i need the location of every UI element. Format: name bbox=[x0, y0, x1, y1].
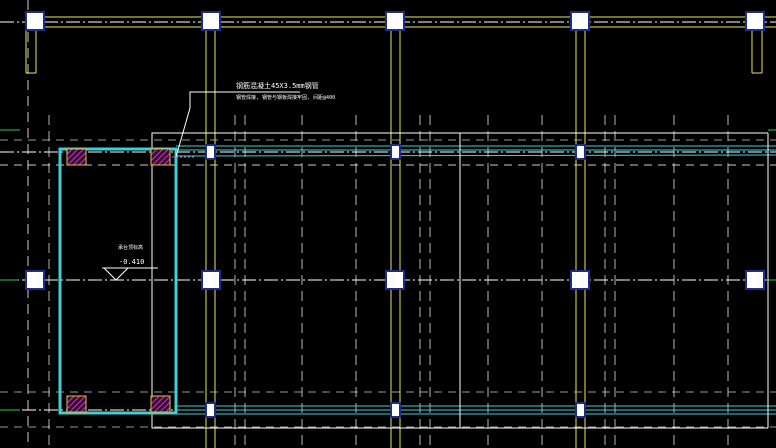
column-square-icon[interactable] bbox=[745, 270, 765, 290]
column-square-icon[interactable] bbox=[745, 11, 765, 31]
column-square-icon[interactable] bbox=[570, 270, 590, 290]
column-square-icon[interactable] bbox=[385, 11, 405, 31]
annotation-weld-note: 钢管焊接, 钢管与钢板焊接牢固, 间距@400 bbox=[236, 95, 336, 101]
column-square-icon[interactable] bbox=[390, 402, 401, 418]
cyan-beams bbox=[175, 145, 776, 415]
slab-outline bbox=[151, 132, 769, 429]
column-square-icon[interactable] bbox=[390, 144, 401, 160]
elevation-label: 承台顶标高 bbox=[118, 245, 144, 251]
column-square-icon[interactable] bbox=[385, 270, 405, 290]
elevation-triangle-icon bbox=[102, 267, 158, 281]
embedded-plate-icon bbox=[150, 395, 171, 413]
embedded-plate-icon bbox=[66, 395, 87, 413]
annotation-leader bbox=[175, 91, 300, 158]
column-square-icon[interactable] bbox=[201, 270, 221, 290]
embedded-plate-icon bbox=[150, 148, 171, 166]
annotation-pipe-spec: 钢筋混凝土45X3.5mm钢管 bbox=[236, 82, 319, 90]
column-square-icon[interactable] bbox=[25, 270, 45, 290]
column-markers bbox=[25, 11, 765, 418]
column-square-icon[interactable] bbox=[570, 11, 590, 31]
column-square-icon[interactable] bbox=[25, 11, 45, 31]
elevation-value: -0.410 bbox=[119, 258, 145, 266]
column-square-icon[interactable] bbox=[205, 144, 216, 160]
column-square-icon[interactable] bbox=[575, 402, 586, 418]
beam-upper-3 bbox=[175, 154, 776, 157]
column-square-icon[interactable] bbox=[575, 144, 586, 160]
embedded-plate-icon bbox=[66, 148, 87, 166]
column-square-icon[interactable] bbox=[201, 11, 221, 31]
yellow-frame bbox=[25, 16, 776, 448]
pile-cap-outline[interactable] bbox=[58, 147, 178, 415]
column-square-icon[interactable] bbox=[205, 402, 216, 418]
